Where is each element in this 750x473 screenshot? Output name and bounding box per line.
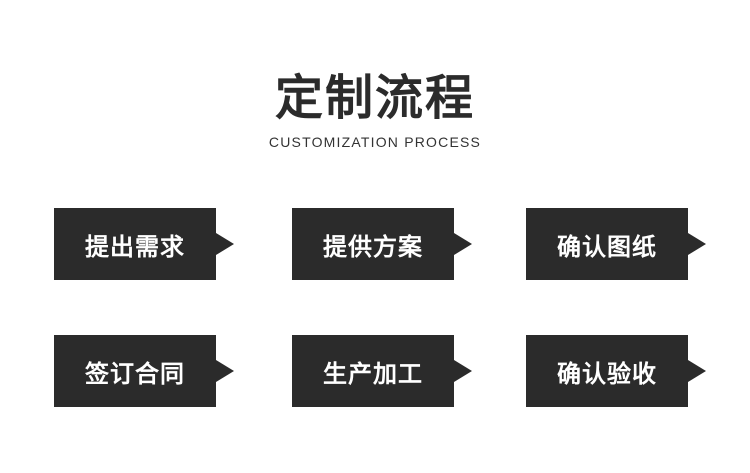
step-4-label: 签订合同 xyxy=(85,359,185,388)
arrow-right-icon xyxy=(454,360,472,382)
arrow-right-icon xyxy=(454,233,472,255)
step-1-box: 提出需求 xyxy=(54,208,234,280)
arrow-right-icon xyxy=(688,233,706,255)
arrow-right-icon xyxy=(688,360,706,382)
step-3-box: 确认图纸 xyxy=(526,208,706,280)
step-6-box: 确认验收 xyxy=(526,335,706,407)
step-5-box: 生产加工 xyxy=(292,335,472,407)
step-4-box: 签订合同 xyxy=(54,335,234,407)
step-3-label: 确认图纸 xyxy=(557,232,657,261)
step-2-label: 提供方案 xyxy=(323,232,423,261)
step-1-label: 提出需求 xyxy=(85,232,185,261)
arrow-right-icon xyxy=(216,360,234,382)
page-subtitle: CUSTOMIZATION PROCESS xyxy=(268,134,482,150)
step-2-box: 提供方案 xyxy=(292,208,472,280)
arrow-right-icon xyxy=(216,233,234,255)
page-title: 定制流程 xyxy=(274,70,475,126)
step-6-label: 确认验收 xyxy=(557,359,657,388)
step-5-label: 生产加工 xyxy=(323,359,423,388)
